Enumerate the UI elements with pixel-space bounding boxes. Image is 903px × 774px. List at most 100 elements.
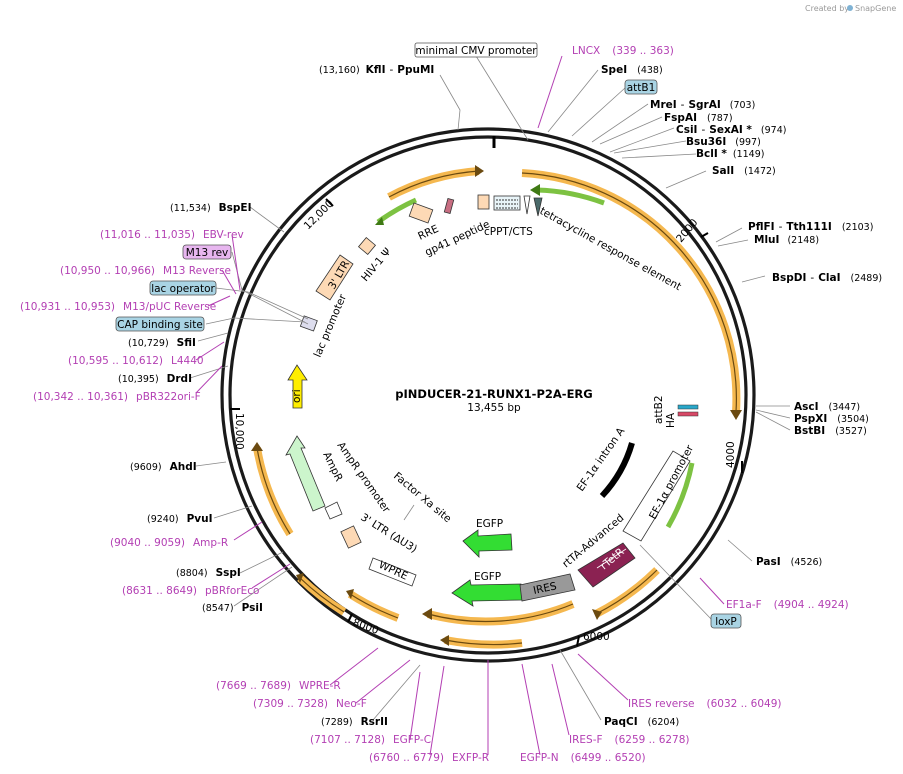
site-kfli-extra: PpuMI [397, 64, 434, 76]
site-paqci: PaqCI(6204) [604, 716, 679, 728]
leader-bspei [249, 206, 285, 233]
primer-iresf-name: IRES-F [569, 734, 603, 746]
orf-arc-bottom-2 [444, 636, 523, 649]
site-mrei-extra: SgrAI [688, 99, 720, 111]
gp41-box [443, 197, 455, 215]
label-egfp-1: EGFP [476, 518, 503, 530]
rtetr-highlight [596, 548, 627, 569]
leader-lacop [215, 287, 309, 320]
site-drdi: (10,395)DrdI [118, 373, 192, 385]
arrowhead [422, 608, 432, 620]
leader-pvui [213, 505, 253, 519]
label-ori: ori [291, 389, 303, 403]
site-mrei-name: MreI [650, 99, 677, 111]
arrowhead [440, 635, 449, 646]
leader-sfii [197, 332, 229, 342]
leader-pasi [727, 539, 753, 562]
site-pasi-pos: (4526) [791, 557, 823, 568]
primer-leader-egfpc [409, 671, 421, 741]
site-sspi-pos: (8804) [176, 568, 208, 579]
orf-arrowheads [251, 165, 742, 646]
primer-l4440: (10,595 .. 10,612)L4440 [68, 355, 204, 367]
label-m13rev: M13 rev [186, 247, 229, 259]
site-kfli-name: KflI [366, 64, 386, 76]
hiv-psi-box [357, 236, 377, 256]
tick-8000 [347, 613, 353, 623]
leader-bsu36i [613, 140, 687, 154]
primer-leader-ef1af [699, 577, 725, 605]
site-psii-pos: (8547) [202, 603, 234, 614]
tre-arrow [523, 195, 531, 215]
primer-ampr-name: Amp-R [193, 537, 228, 549]
box-loxp [710, 613, 742, 629]
label-attb1: attB1 [627, 82, 656, 94]
orf-arc-right [521, 169, 741, 413]
leader-csii [609, 127, 675, 153]
primer-m13puc-name: M13/pUC Reverse [123, 301, 216, 313]
primer-neof-pos: (7309 .. 7328) [253, 698, 328, 710]
site-bstbi-name: BstBI [794, 425, 825, 437]
leader-psii [233, 566, 293, 607]
plasmid-name: pINDUCER-21-RUNX1-P2A-ERG [395, 387, 592, 401]
primer-pbr322: (10,342 .. 10,361)pBR322ori-F [33, 391, 201, 403]
arrowhead [375, 217, 384, 225]
label-ltr3d: 3' LTR (ΔU3) [358, 511, 419, 555]
leader-pflfi [715, 227, 743, 243]
site-sfii-pos: (10,729) [128, 338, 169, 349]
minimal-cmv-shape [533, 197, 543, 217]
primer-ampr: (9040 .. 9059)Amp-R [110, 537, 228, 549]
leader-lines [189, 55, 791, 721]
label-ires: IRES [532, 580, 558, 597]
primer-ef1af-pos: (4904 .. 4924) [774, 599, 849, 611]
site-sali: SalI(1472) [712, 165, 776, 177]
orf-arc-bottom-left-1 [347, 590, 400, 622]
label-rre: RRE [416, 223, 440, 243]
site-sspi: (8804) SspI [176, 567, 241, 579]
leader-sspi [239, 551, 284, 574]
ltr3-box [315, 254, 354, 301]
primer-egfpn-name: EGFP-N [520, 752, 559, 764]
primer-egfpn: EGFP-N(6499 .. 6520) [520, 752, 646, 764]
ha-box [677, 411, 699, 417]
site-fspai-pos: (787) [707, 113, 733, 124]
lac-promoter-box [299, 315, 318, 332]
orf-arc-bottom-1 [426, 600, 575, 626]
label-cap: CAP binding site [117, 319, 203, 331]
tick-marks [230, 198, 743, 647]
primer-leader-iresrev [577, 653, 629, 701]
label-attb2: attB2 [653, 395, 665, 424]
site-pflfi-name: PflFI [748, 221, 775, 233]
ltr3d-box [340, 525, 362, 549]
tick-2000 [700, 232, 709, 238]
green-arc-tre [536, 187, 605, 206]
primer-exfpr-name: EXFP-R [452, 752, 489, 764]
site-pflfi-pos: (2103) [842, 222, 874, 233]
site-sfii-name: SfiI [177, 337, 196, 349]
site-bcli-name: BclI * [696, 148, 727, 160]
site-bsu36i: Bsu36I(997) [686, 136, 761, 148]
ef1-intron-arc [599, 442, 635, 499]
site-mlui-pos: (2148) [787, 235, 819, 246]
site-spei-name: SpeI [601, 64, 627, 76]
leader-rsrii [372, 664, 421, 721]
box-lacop [149, 280, 217, 296]
site-sspi-name: SspI [216, 567, 241, 579]
label-cppt: cPPT/CTS [484, 226, 533, 238]
arrowhead [475, 165, 484, 177]
primer-wpre: (7669 .. 7689)WPRE-R [216, 680, 341, 692]
primer-lncx-pos: (339 .. 363) [612, 45, 674, 57]
tick-label-12000: 12,000 [302, 198, 336, 232]
snapgene-logo-icon [847, 5, 853, 11]
site-kfli-pos: (13,160) [319, 65, 360, 76]
tick-label-4000: 4000 [725, 441, 737, 468]
primer-pbrforeco-pos: (8631 .. 8649) [122, 585, 197, 597]
leader-factorxa [403, 504, 415, 521]
orf-arc-top-left [387, 167, 480, 201]
arrowhead [730, 410, 742, 420]
ori-arrow [287, 364, 308, 409]
leader-bspdi [741, 275, 766, 283]
site-csii-extra: SexAI * [709, 124, 752, 136]
label-ef1-intron: EF-1α intron A [575, 425, 628, 494]
site-bspdi-pos: (2489) [851, 273, 883, 284]
site-ahdi-name: AhdI [170, 461, 197, 473]
